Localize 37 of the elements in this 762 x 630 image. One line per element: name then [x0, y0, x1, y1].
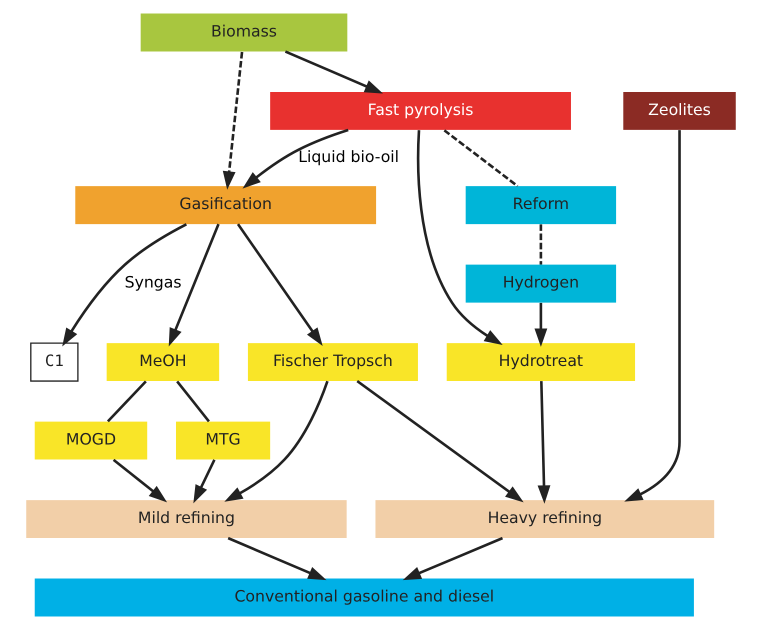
edge-label: Liquid bio-oil [298, 147, 400, 166]
node-box: Biomass [140, 14, 348, 52]
arrow [534, 302, 548, 347]
node-box: Gasification [75, 186, 376, 224]
arrow [356, 380, 524, 502]
connector [176, 380, 210, 422]
arrow [538, 381, 550, 504]
arrow [228, 536, 327, 580]
node-box: MeOH [106, 343, 220, 382]
arrow [193, 459, 216, 504]
node-box: Heavy refining [375, 500, 714, 538]
node-box: Fast pyrolysis [270, 92, 571, 130]
arrow [242, 128, 349, 189]
node-box: Hydrogen [466, 264, 616, 303]
connector [444, 129, 518, 188]
node-box: Hydrotreat [446, 343, 636, 382]
edge-label: Syngas [124, 272, 182, 292]
node-box: MOGD [34, 422, 148, 460]
connector [540, 224, 542, 264]
arrow [402, 536, 503, 580]
arrow [624, 130, 681, 502]
node-box: C1 [30, 342, 79, 382]
node-box: Conventional gasoline and diesel [34, 578, 694, 616]
node-box: Fischer Tropsch [248, 343, 418, 382]
node-box: MTG [176, 422, 270, 460]
arrow [112, 458, 168, 502]
arrow [62, 223, 187, 346]
node-box: Mild refining [26, 500, 347, 538]
arrow [222, 52, 244, 190]
node-box: Reform [466, 186, 616, 224]
arrow [236, 223, 323, 346]
node-box: Zeolites [623, 92, 736, 130]
connector [106, 380, 147, 422]
arrow [284, 50, 384, 94]
arrow [168, 224, 220, 346]
arrow [416, 130, 503, 345]
arrow [224, 380, 329, 502]
